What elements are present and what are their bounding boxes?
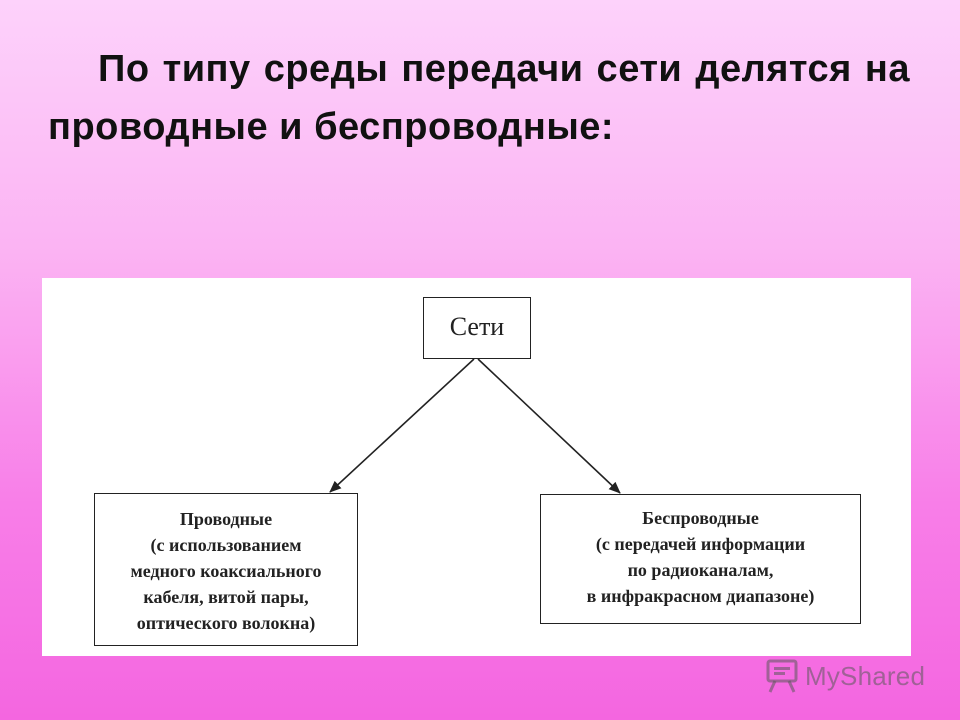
wired-node-line: медного коаксиального [130,561,322,581]
wireless-node-line: по радиоканалам, [627,560,774,580]
slide-heading: По типу среды передачи сети делятся на п… [48,48,910,148]
wired-node-line: кабеля, витой пары, [143,587,309,607]
wired-node: Проводные (с использованием медного коак… [94,493,358,646]
wireless-node-line: в инфракрасном диапазоне) [586,586,815,606]
arrow-to-wireless [477,358,621,494]
presentation-board-icon [766,659,798,693]
wired-node-line: оптического волокна) [136,613,316,633]
wireless-node-line: (с передачей информации [595,534,806,554]
root-node-label: Сети [449,312,505,341]
myshared-watermark: MyShared [765,655,925,697]
wired-node-title: Проводные [179,509,273,529]
root-node: Сети [423,297,531,359]
network-classification-diagram: Сети Проводные (с использованием медного… [42,278,911,656]
wireless-node: Беспроводные (с передачей информации по … [540,494,861,624]
connector-lines [329,358,621,494]
wired-node-line: (с использованием [150,535,302,555]
wireless-node-title: Беспроводные [642,508,759,528]
watermark-text: MyShared [805,660,926,691]
arrow-to-wired [329,358,475,493]
